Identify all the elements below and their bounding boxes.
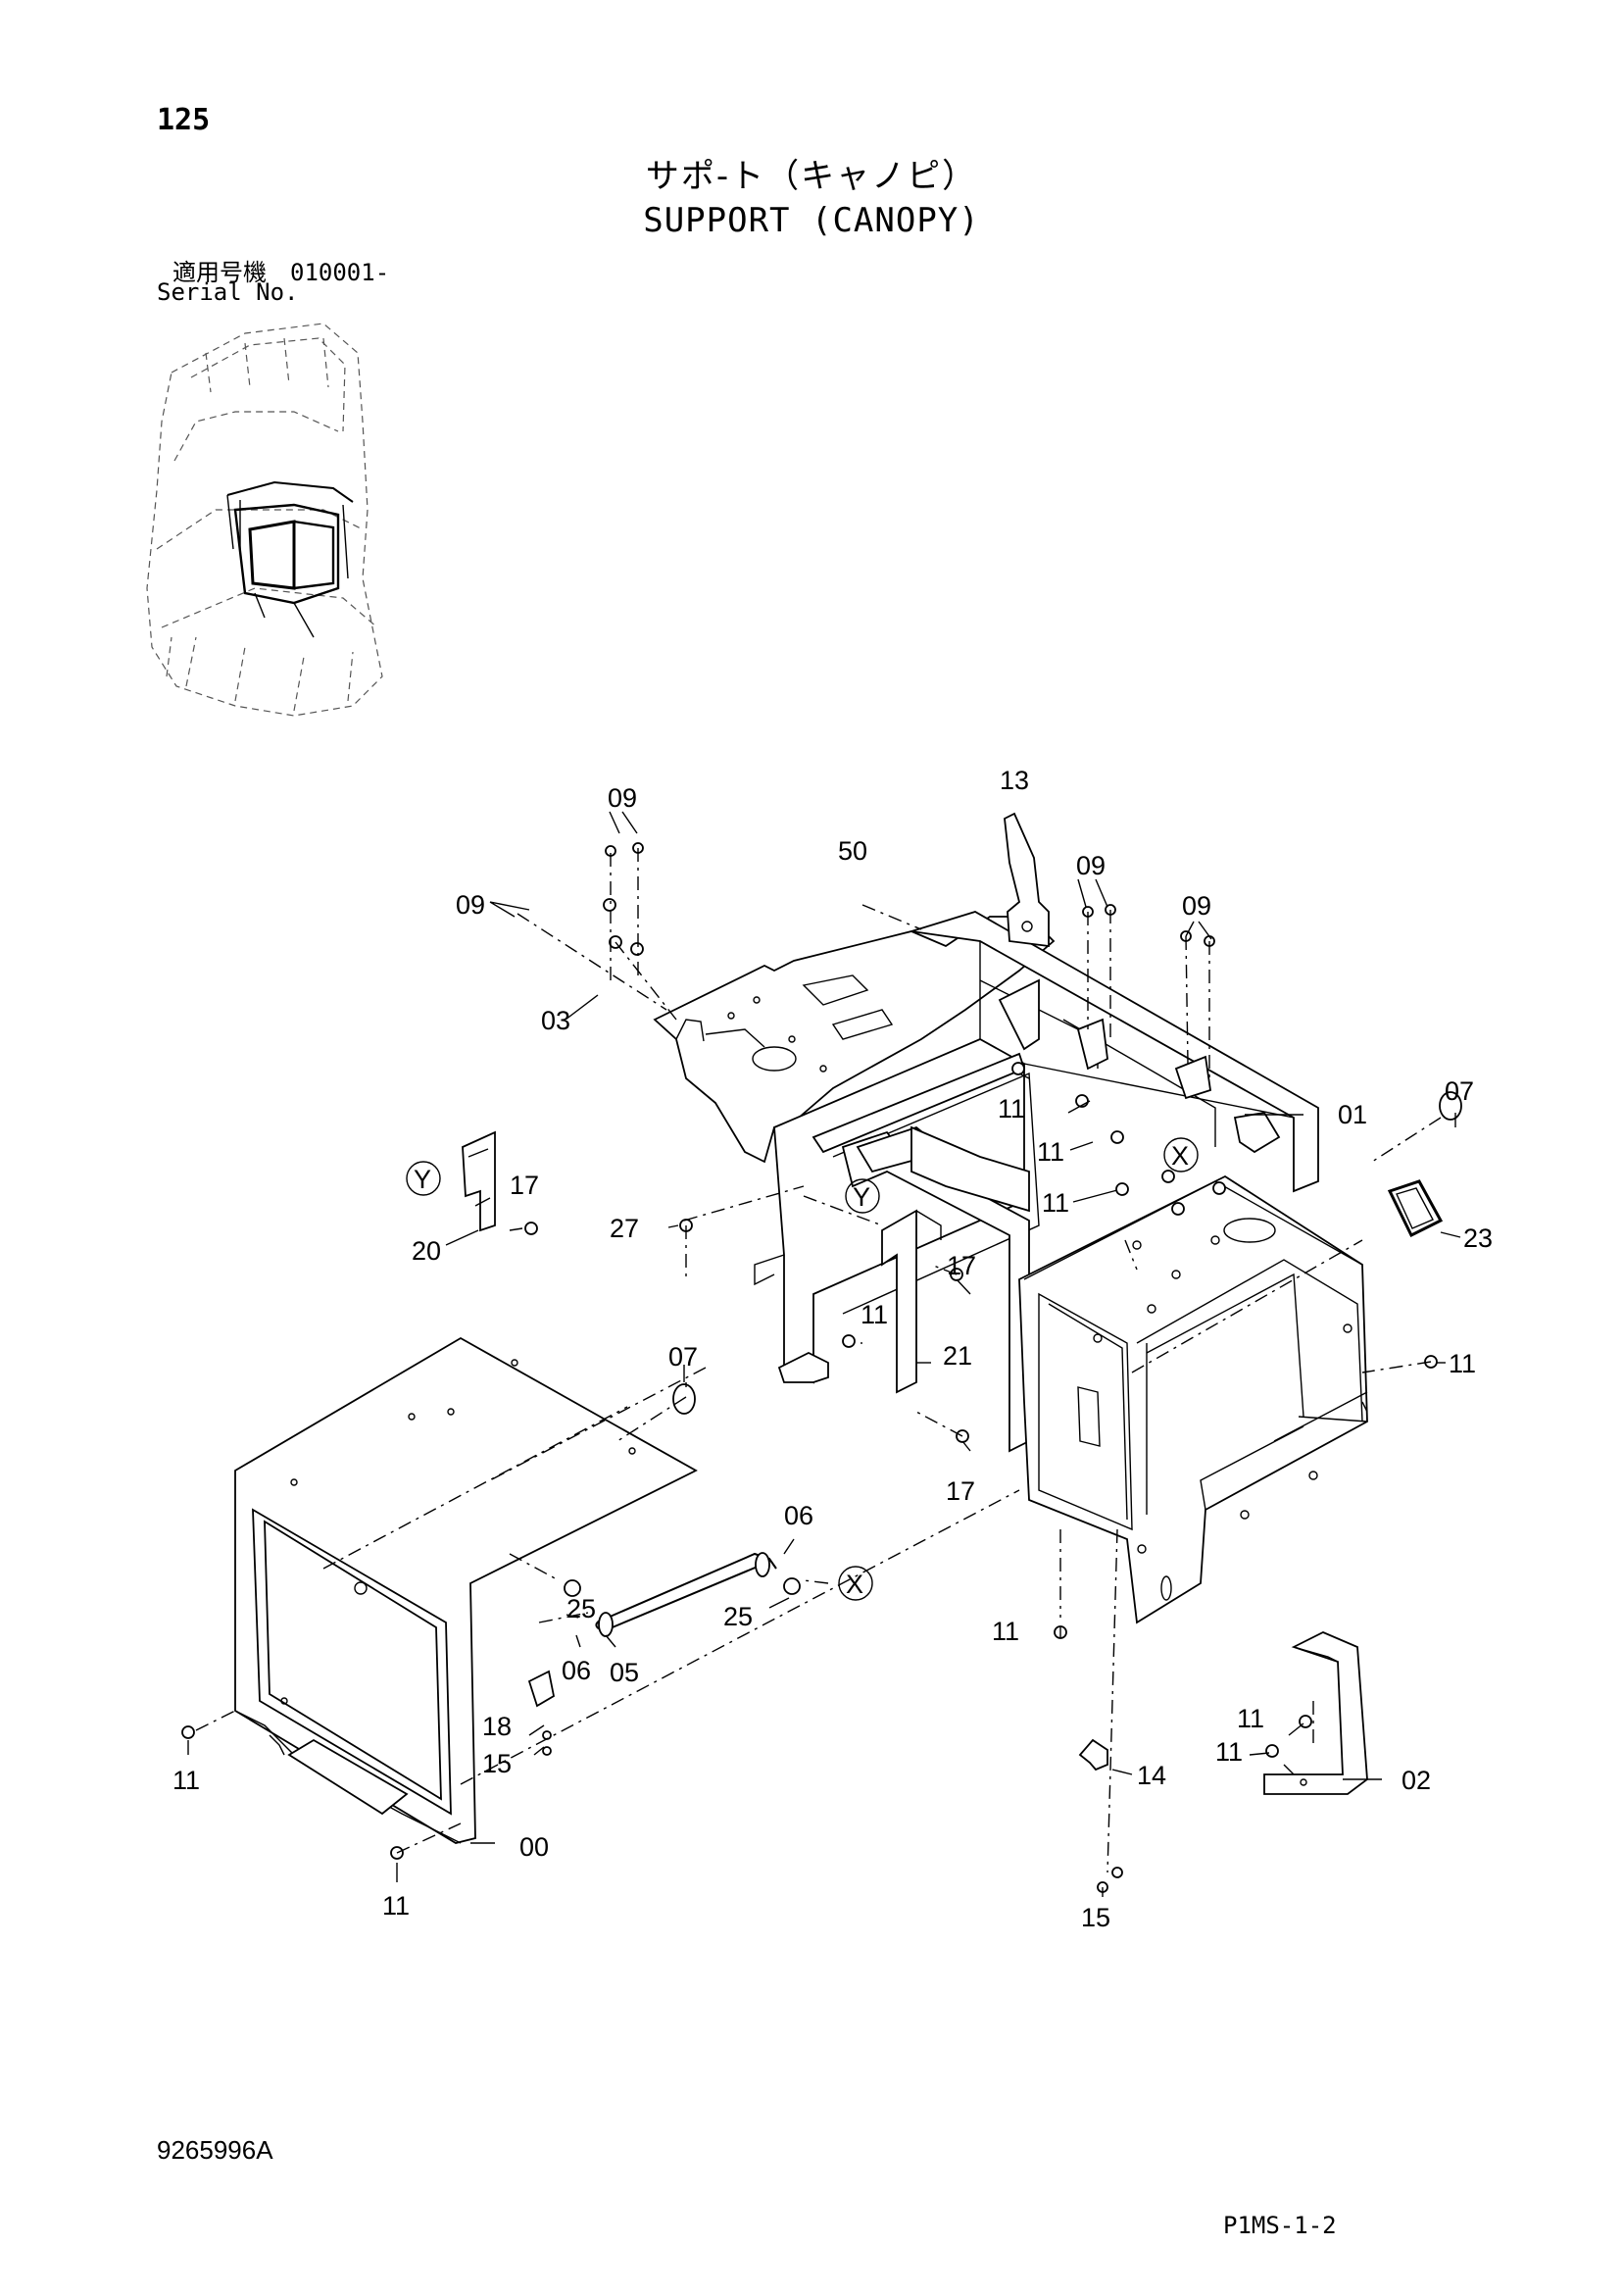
bracket-21: [881, 1209, 942, 1394]
callout-25-left: 25: [566, 1594, 596, 1623]
callout-03: 03: [541, 1006, 570, 1035]
callout-14: 14: [1137, 1761, 1166, 1790]
clip-18: [527, 1670, 556, 1708]
callout-13: 13: [1000, 766, 1029, 795]
serial-label-english: Serial No.: [157, 278, 299, 306]
machine-locator-thumbnail: [146, 323, 383, 717]
callout-23: 23: [1463, 1223, 1493, 1253]
callout-18: 18: [482, 1712, 512, 1741]
marker-x-pipe-circle: [838, 1566, 873, 1601]
callout-11-d: 11: [861, 1300, 888, 1329]
callout-11-c: 11: [1042, 1188, 1069, 1218]
page-title-english: SUPPORT (CANOPY): [643, 201, 980, 240]
callout-15-bottom: 15: [1081, 1903, 1110, 1932]
callout-20: 20: [412, 1236, 441, 1266]
callout-25-right: 25: [723, 1602, 753, 1631]
callout-21: 21: [943, 1341, 972, 1371]
callout-09-top: 09: [608, 783, 637, 813]
callout-11-j: 11: [382, 1891, 410, 1921]
page-title-japanese: サポ-ト（キャノピ）: [645, 157, 978, 196]
view-markers: X X Y Y: [406, 1137, 1199, 1601]
bracket-02: [1263, 1631, 1368, 1795]
marker-y-frame: Y: [853, 1182, 870, 1212]
pipe-05: [564, 1552, 801, 1637]
marker-x-pipe: X: [846, 1570, 863, 1599]
upper-bracket-plate: [653, 916, 1056, 1164]
main-frame: [754, 911, 1319, 1453]
callout-07-right: 07: [1445, 1076, 1474, 1106]
front-box-00: [234, 1336, 698, 1844]
clip-14: [1078, 1738, 1108, 1772]
marker-y-bracket: Y: [414, 1165, 431, 1194]
callout-27: 27: [610, 1214, 639, 1243]
callout-07-left: 07: [668, 1342, 698, 1372]
callout-11-g: 11: [1237, 1704, 1264, 1733]
callout-01: 01: [1338, 1100, 1367, 1129]
sheet-code: P1MS-1-2: [1223, 2212, 1337, 2239]
page-number: 125: [157, 103, 211, 137]
callout-17-bottom: 17: [946, 1476, 975, 1506]
callout-50: 50: [838, 836, 867, 866]
serial-label-japanese: 適用号機 010001-: [172, 259, 390, 286]
callout-11-a: 11: [998, 1094, 1025, 1123]
callout-05: 05: [610, 1658, 639, 1687]
assembly-lines: [195, 848, 1442, 1873]
callout-11-h: 11: [1215, 1737, 1243, 1767]
callout-15-left: 15: [482, 1749, 512, 1778]
marker-y-bracket-circle: [406, 1161, 441, 1196]
callout-09-right: 09: [1182, 891, 1211, 921]
callout-11-f: 11: [992, 1617, 1019, 1646]
callout-labels: 00 01 02 03 05 06 06 07 07 09 09 09 09 1…: [172, 766, 1493, 1932]
callout-00: 00: [519, 1832, 549, 1862]
callout-09-left: 09: [456, 890, 485, 920]
callout-17-left: 17: [510, 1171, 539, 1200]
bracket-20: [462, 1130, 496, 1232]
document-code: 9265996A: [157, 2135, 273, 2165]
marker-x-top-circle: [1163, 1137, 1199, 1173]
marker-x-top: X: [1171, 1141, 1189, 1171]
callout-06-lower: 06: [562, 1656, 591, 1685]
gasket-23: [1387, 1179, 1444, 1238]
callout-06-upper: 06: [784, 1501, 813, 1530]
callout-11-e: 11: [1449, 1349, 1476, 1378]
callout-11-i: 11: [172, 1766, 200, 1795]
callout-17-mid: 17: [947, 1251, 976, 1280]
callout-02: 02: [1402, 1766, 1431, 1795]
bracket-13: [1004, 812, 1050, 948]
marker-y-frame-circle: [845, 1178, 880, 1214]
callout-11-b: 11: [1037, 1137, 1064, 1167]
leader-lines: [187, 811, 1461, 1897]
callout-09-mid: 09: [1076, 851, 1106, 880]
side-panel-box: [1018, 1174, 1368, 1624]
